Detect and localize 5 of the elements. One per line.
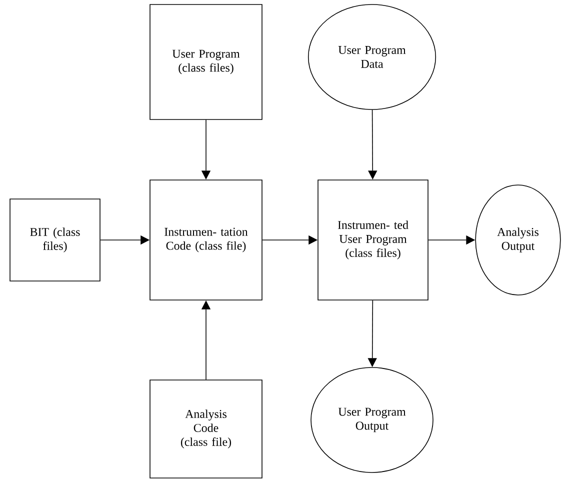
process-box: User Program (class files)	[150, 4, 262, 120]
process-box: Instrumen- ted User Program (class files)	[318, 180, 428, 300]
process-box: Instrumen- tation Code (class file)	[150, 180, 262, 300]
process-box: BIT (class files)	[10, 198, 100, 282]
process-box: Analysis Code (class file)	[150, 380, 262, 478]
